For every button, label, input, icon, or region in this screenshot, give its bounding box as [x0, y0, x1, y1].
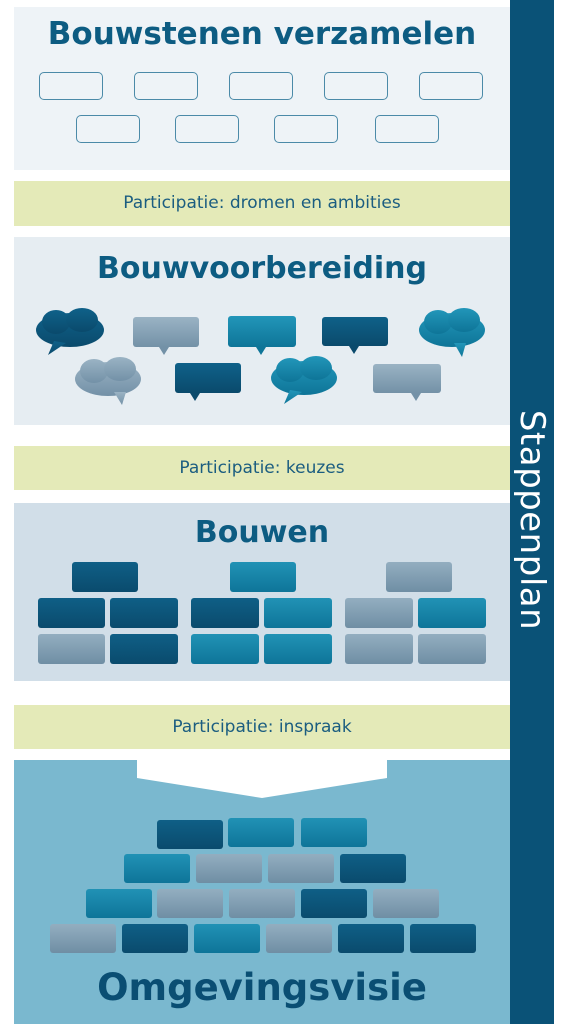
- speech-cloud-icon: [419, 308, 485, 357]
- brick-icon: [301, 818, 367, 847]
- brick-icon: [122, 924, 188, 953]
- stage-bouwen: Bouwen: [14, 503, 510, 681]
- brick-icon: [110, 598, 178, 628]
- brick-icon: [230, 562, 296, 592]
- outline-brick-icon: [274, 115, 338, 143]
- brick-icon: [228, 818, 294, 847]
- outline-brick-icon: [375, 115, 439, 143]
- brick-icon: [373, 889, 439, 918]
- speech-cloud-icon: [271, 356, 337, 404]
- brick-icon: [86, 889, 152, 918]
- outline-brick-icon: [175, 115, 239, 143]
- brick-icon: [301, 889, 367, 918]
- outline-brick-icon: [39, 72, 103, 100]
- participation-band: Participatie: inspraak: [14, 705, 510, 749]
- stage-title: Bouwen: [194, 515, 330, 550]
- stage-bouwstenen: Bouwstenen verzamelen: [14, 7, 510, 170]
- outline-brick-icon: [229, 72, 293, 100]
- outline-brick-icon: [324, 72, 388, 100]
- outline-brick-icon: [419, 72, 483, 100]
- brick-icon: [268, 854, 334, 883]
- stage-omgevingsvisie: Omgevingsvisie: [14, 760, 510, 1024]
- stappenplan-label: Stappenplan: [512, 409, 552, 631]
- stage-title: Bouwstenen verzamelen: [47, 16, 477, 52]
- connector: [137, 680, 387, 706]
- speech-bubble-icon: [373, 364, 441, 401]
- brick-icon: [340, 854, 406, 883]
- brick-icon: [338, 924, 404, 953]
- brick-icon: [418, 598, 486, 628]
- stappenplan-bar: Stappenplan: [510, 0, 554, 1024]
- brick-icon: [345, 598, 413, 628]
- brick-icon: [196, 854, 262, 883]
- brick-icon: [191, 634, 259, 664]
- brick-icon: [38, 598, 105, 628]
- brick-icon: [157, 889, 223, 918]
- brick-icon: [194, 924, 260, 953]
- outline-brick-icon: [134, 72, 198, 100]
- speech-bubble-icon: [322, 317, 388, 354]
- brick-icon: [410, 924, 476, 953]
- brick-icon: [191, 598, 259, 628]
- brick-icon: [110, 634, 178, 664]
- brick-icon: [345, 634, 413, 664]
- brick-icon: [264, 598, 332, 628]
- connector: [137, 424, 387, 448]
- outline-brick-icon: [76, 115, 140, 143]
- stage-title: Bouwvoorbereiding: [97, 251, 427, 286]
- speech-bubble-icon: [133, 317, 199, 355]
- brick-icon: [124, 854, 190, 883]
- brick-icon: [157, 820, 223, 849]
- brick-icon: [229, 889, 295, 918]
- speech-icons: [36, 308, 485, 405]
- brick-icon: [386, 562, 452, 592]
- speech-cloud-icon: [75, 357, 141, 405]
- stage-title: Omgevingsvisie: [97, 966, 427, 1009]
- brick-icon: [418, 634, 486, 664]
- speech-bubble-icon: [175, 363, 241, 401]
- brick-icon: [264, 634, 332, 664]
- brick-icon: [38, 634, 105, 664]
- brick-icon: [72, 562, 138, 592]
- speech-cloud-icon: [36, 308, 104, 355]
- participation-band: Participatie: dromen en ambities: [14, 181, 510, 226]
- funnel-arrow: [137, 760, 387, 798]
- stage-bouwvoorbereiding: Bouwvoorbereiding: [14, 237, 510, 425]
- participation-band: Participatie: keuzes: [14, 446, 510, 490]
- brick-icon: [266, 924, 332, 953]
- brick-icon: [50, 924, 116, 953]
- speech-bubble-icon: [228, 316, 296, 355]
